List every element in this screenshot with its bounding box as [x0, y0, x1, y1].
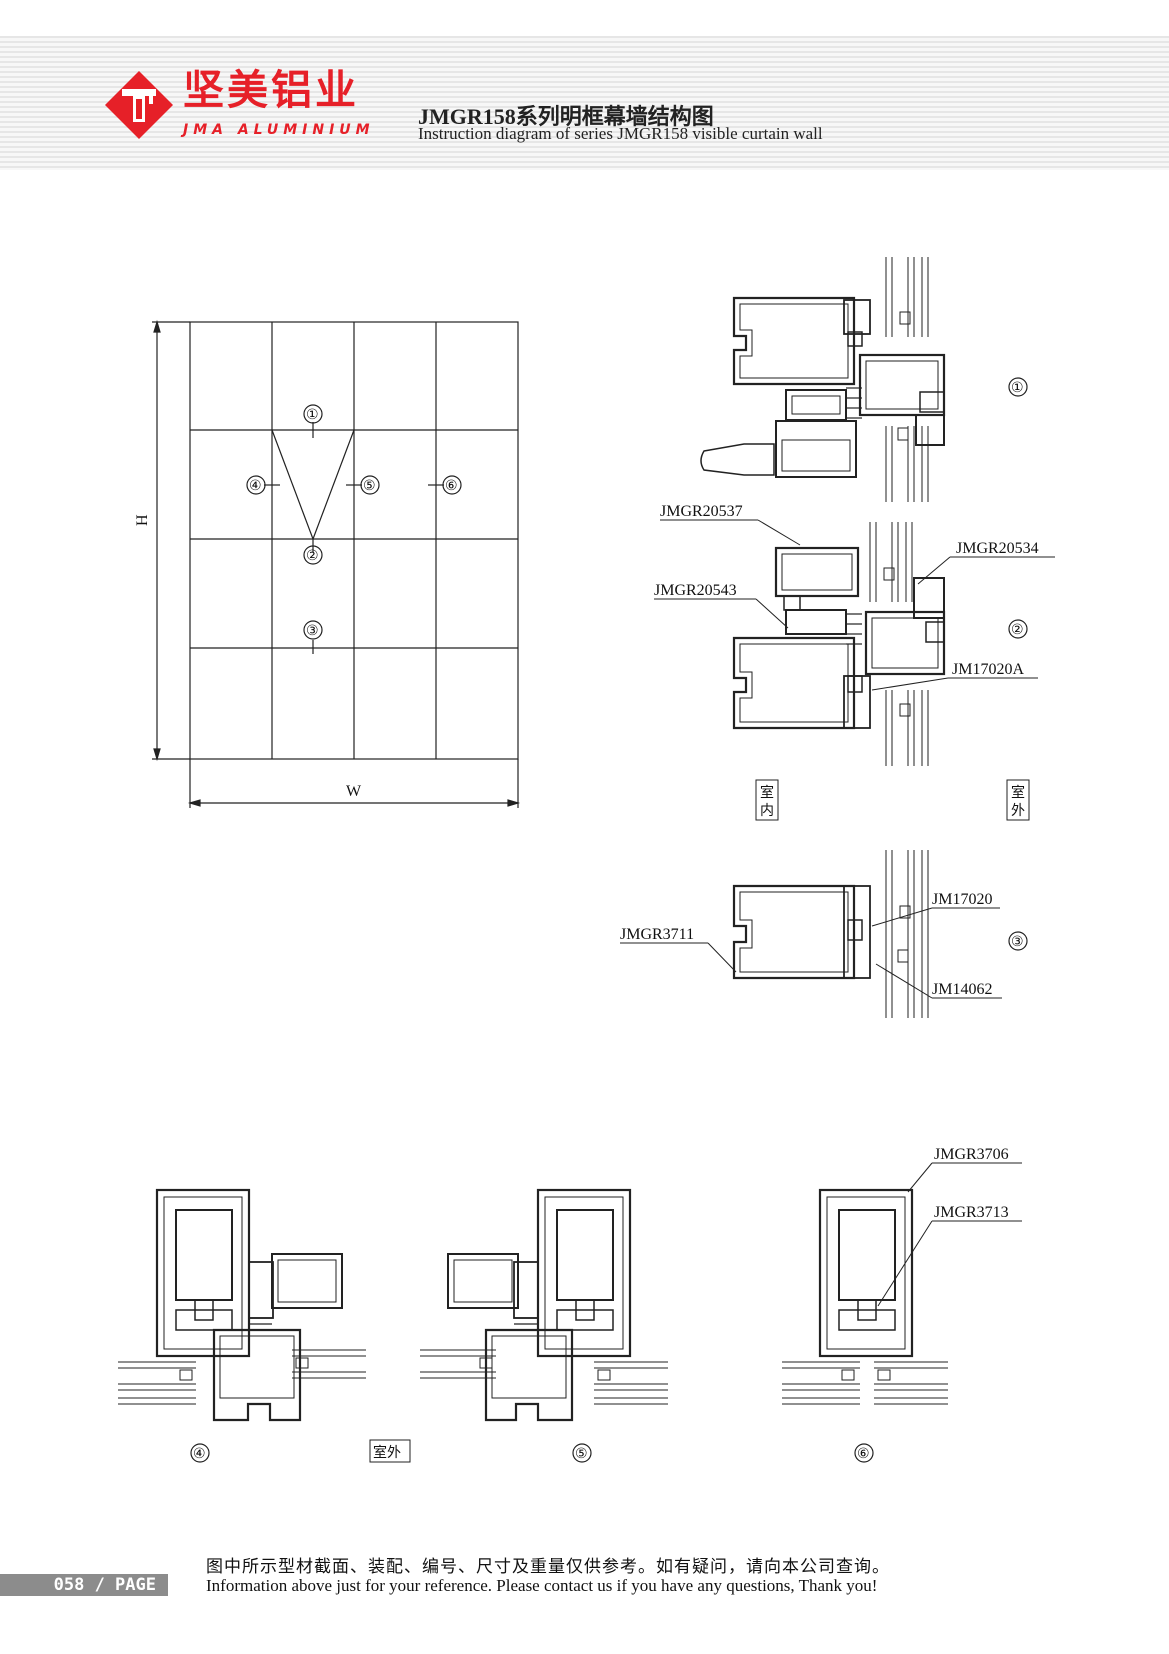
section-1-profile	[700, 257, 1028, 502]
height-dimension	[152, 319, 190, 762]
section-2-leaders	[654, 519, 1055, 691]
brand-name-en: JMA ALUMINIUM	[183, 122, 375, 138]
outdoor-label-top: 室	[1011, 784, 1025, 801]
section-1-number: ①	[1011, 380, 1024, 396]
marker-1: ①	[306, 407, 319, 423]
brand-name-cn: 坚美铝业	[183, 66, 359, 114]
part-label-jmgr20537: JMGR20537	[660, 503, 743, 520]
height-label: H	[134, 514, 151, 526]
elevation-grid	[189, 321, 519, 760]
marker-6: ⑥	[445, 478, 458, 494]
page-title-en: Instruction diagram of series JMGR158 vi…	[418, 124, 823, 143]
header-band	[0, 36, 1169, 170]
footer-note-cn: 图中所示型材截面、装配、编号、尺寸及重量仅供参考。如有疑问，请向本公司查询。	[206, 1557, 890, 1577]
page-number: 058 / PAGE	[0, 1574, 168, 1596]
indoor-label-bottom: 内	[760, 803, 774, 819]
indoor-outdoor-boxes	[755, 779, 1030, 821]
section-6-number: ⑥	[857, 1446, 870, 1462]
section-6-leaders	[877, 1162, 1022, 1307]
footer-note-en: Information above just for your referenc…	[206, 1576, 878, 1595]
section-2-profile	[732, 522, 1028, 766]
section-6-profile	[782, 1188, 948, 1463]
section-4-number: ④	[193, 1446, 206, 1462]
part-label-jm17020: JM17020	[932, 891, 992, 908]
part-label-jmgr3713: JMGR3713	[934, 1204, 1009, 1221]
marker-5: ⑤	[363, 478, 376, 494]
marker-2: ②	[306, 548, 319, 564]
section-3-profile	[732, 850, 1028, 1018]
outdoor-label-bottom: 外	[1011, 803, 1025, 819]
outdoor-label: 室外	[373, 1444, 401, 1461]
part-label-jmgr20534: JMGR20534	[956, 540, 1039, 557]
section-4-profile	[118, 1188, 411, 1463]
page-title-cn: JMGR158系列明框幕墙结构图	[418, 104, 714, 129]
section-3-leaders	[620, 907, 1002, 999]
part-label-jm17020a: JM17020A	[952, 661, 1024, 678]
part-label-jmgr3711: JMGR3711	[620, 926, 694, 943]
part-label-jmgr3706: JMGR3706	[934, 1146, 1009, 1163]
brand-logo-icon	[105, 71, 173, 139]
indoor-label-top: 室	[760, 784, 774, 801]
part-label-jm14062: JM14062	[932, 981, 992, 998]
section-2-number: ②	[1011, 622, 1024, 638]
section-5-number: ⑤	[575, 1446, 588, 1462]
part-label-jmgr20543: JMGR20543	[654, 582, 737, 599]
width-label: W	[346, 783, 362, 800]
marker-ticks	[246, 404, 462, 654]
marker-3: ③	[306, 623, 319, 639]
section-3-number: ③	[1011, 934, 1024, 950]
width-dimension	[187, 759, 521, 808]
marker-4: ④	[249, 478, 262, 494]
section-5-profile	[420, 1188, 668, 1463]
